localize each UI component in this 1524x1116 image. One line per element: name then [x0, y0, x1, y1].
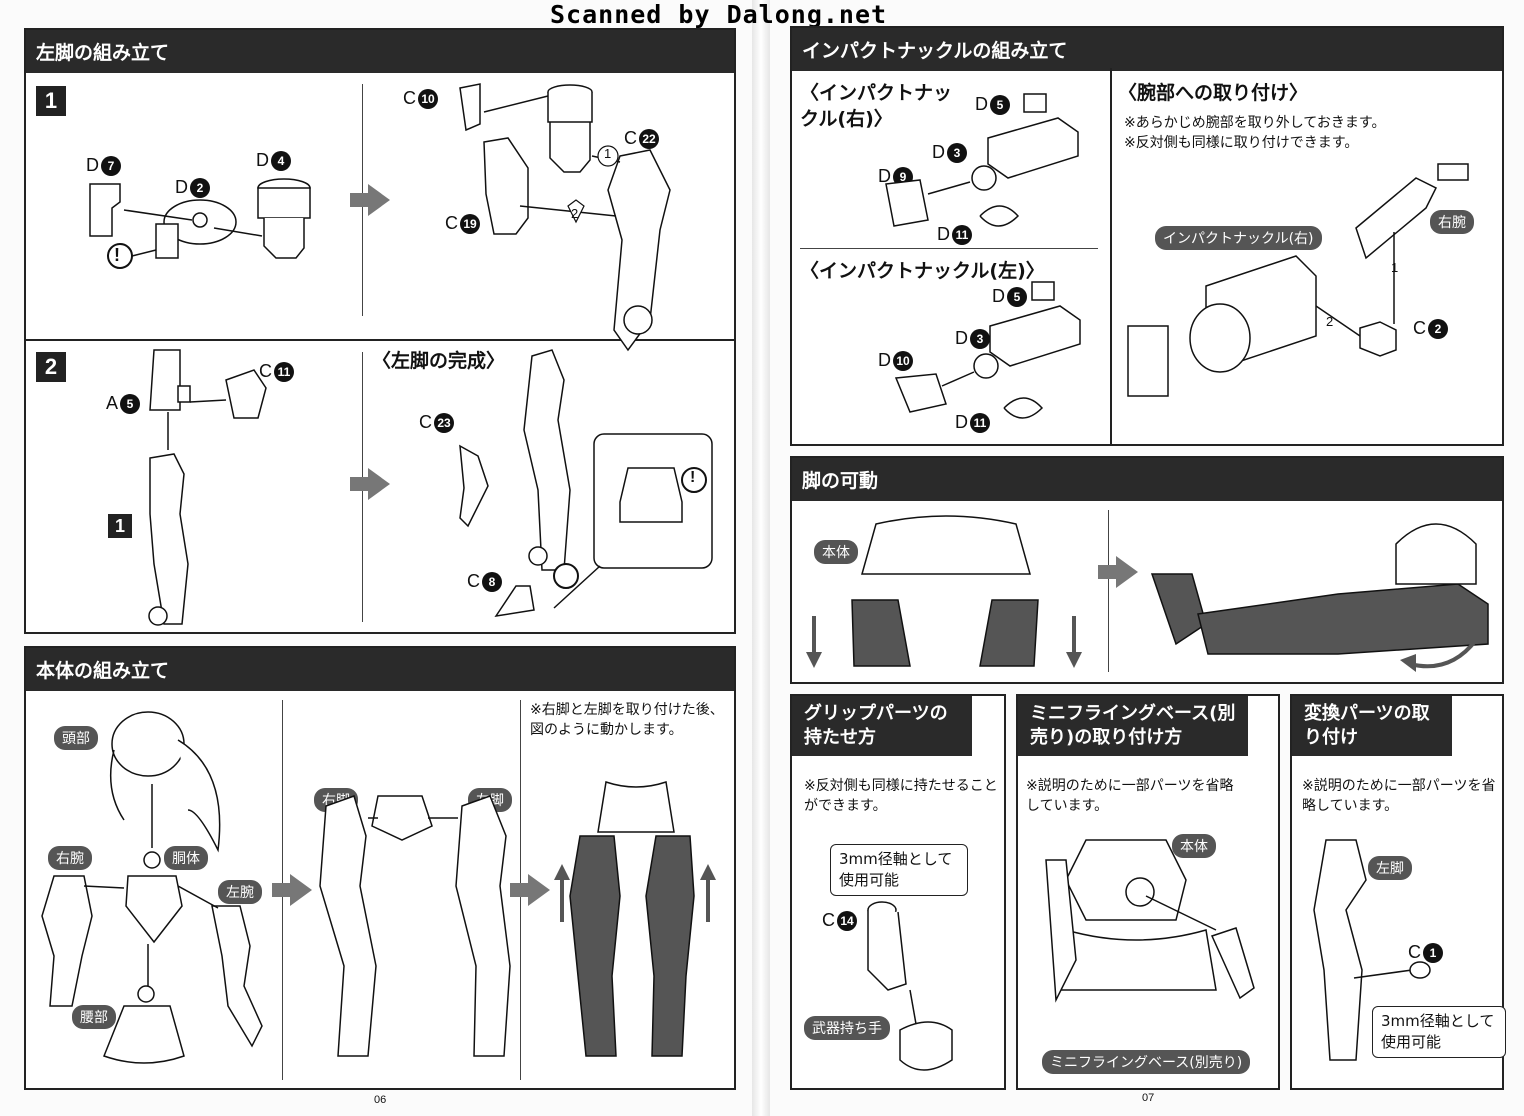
body-parts-drawing [41, 711, 263, 1064]
flying-base-drawing [1045, 839, 1255, 1003]
leg-move-divider [1108, 510, 1109, 672]
section-title: 本体の組み立て [26, 648, 734, 691]
step2-parts-drawing [148, 349, 267, 626]
knuckle-left-title: 〈インパクトナックル(左)〉 [800, 260, 1045, 282]
next-arrow [350, 184, 390, 216]
tag-body: 本体 [814, 540, 858, 564]
grip-note: ※反対側も同様に持たせることができます。 [804, 778, 998, 814]
section-title: 変換パーツの取り付け [1292, 696, 1452, 756]
flying-base-note: ※説明のために一部パーツを省略しています。 [1026, 778, 1234, 814]
arm-attach-note-2: ※反対側も同様に取り付けできます。 [1124, 135, 1359, 151]
caution-mark: ! [114, 245, 120, 265]
convert-drawing [1313, 839, 1431, 1061]
section-title: インパクトナックルの組み立て [792, 28, 1502, 71]
tag-knuckle-right: インパクトナックル(右) [1155, 226, 1322, 250]
page-gutter [752, 0, 770, 1116]
page-number-right: 07 [1142, 1092, 1155, 1104]
tag-right-arm: 右腕 [48, 846, 92, 870]
legs-posed-drawing [554, 781, 716, 1057]
step-ref-badge: 1 [108, 514, 132, 538]
step1-assembly-drawing [459, 83, 671, 352]
next-arrow [510, 874, 550, 906]
scan-credit: Scanned by Dalong.net [550, 0, 888, 29]
step1-parts-drawing [89, 178, 311, 269]
marker-2: 2 [571, 206, 579, 221]
marker-1: 1 [604, 146, 612, 161]
knuckle-divider [1110, 68, 1112, 446]
leg-move-front-drawing [806, 515, 1082, 668]
next-arrow [350, 468, 390, 500]
knuckle-left-drawing [894, 281, 1081, 419]
knuckle-right-title: 〈インパクトナックル(右)〉 [800, 82, 953, 130]
tag-flying-base: ミニフライングベース(別売り) [1042, 1050, 1251, 1074]
step-1-badge: 1 [36, 86, 66, 116]
arm-attach-drawing [1127, 163, 1469, 397]
leg-move-side-drawing [1150, 523, 1489, 672]
knuckle-right-drawing [885, 93, 1079, 227]
convert-note: ※説明のために一部パーツを省略しています。 [1302, 778, 1496, 814]
tag-body: 本体 [1172, 834, 1216, 858]
tag-weapon-hand: 武器持ち手 [804, 1016, 890, 1040]
page-number-left: 06 [374, 1094, 387, 1106]
body-note: ※右脚と左脚を取り付けた後、図のように動かします。 [530, 702, 724, 738]
grip-callout: 3mm径軸として使用可能 [830, 844, 968, 896]
tag-waist: 腰部 [72, 1005, 116, 1029]
next-arrow [1098, 556, 1138, 588]
next-arrow [272, 874, 312, 906]
tag-torso: 胴体 [164, 846, 208, 870]
caution-mark: ! [690, 469, 696, 486]
tag-right-arm: 右腕 [1430, 210, 1474, 234]
tag-left-leg: 左脚 [1368, 856, 1412, 880]
section-title: 脚の可動 [792, 458, 1502, 501]
left-leg-complete-title: 〈左脚の完成〉 [372, 350, 506, 372]
leg-attach-drawing [319, 795, 511, 1057]
section-title: ミニフライングベース(別売り)の取り付け方 [1018, 696, 1248, 756]
convert-callout: 3mm径軸として使用可能 [1372, 1006, 1506, 1058]
arm-attach-title: 〈腕部への取り付け〉 [1118, 82, 1309, 104]
step-2-badge: 2 [36, 352, 66, 382]
tag-head: 頭部 [54, 726, 98, 750]
tag-left-arm: 左腕 [218, 880, 262, 904]
arm-attach-note-1: ※あらかじめ腕部を取り外しておきます。 [1124, 115, 1386, 131]
left-leg-complete-drawing [459, 349, 713, 618]
section-title: 左脚の組み立て [26, 30, 734, 73]
knuckle-hdivider [800, 248, 1098, 249]
step-divider [24, 339, 736, 341]
section-title: グリップパーツの持たせ方 [792, 696, 972, 756]
grip-drawing [867, 901, 953, 1071]
marker-2: 2 [1326, 314, 1334, 329]
